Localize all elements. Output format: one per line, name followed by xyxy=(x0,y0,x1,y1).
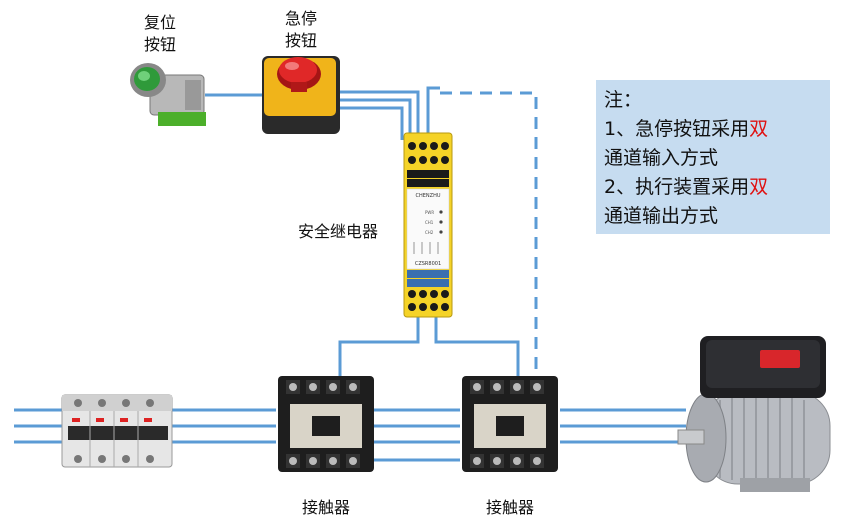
wire-estop-relay-a xyxy=(336,90,420,140)
wire-estop-relay-b xyxy=(336,98,412,140)
relay-led-ch1: CH1 xyxy=(425,220,434,225)
label-estop-line1: 急停 xyxy=(285,9,317,28)
note-title: 注： xyxy=(604,89,643,111)
note-box: 注： 1、急停按钮采用双 通道输入方式 2、执行装置采用双 通道输出方式 xyxy=(596,80,830,234)
label-reset-line2: 按钮 xyxy=(144,35,176,54)
label-contactor-2: 接触器 xyxy=(486,498,534,517)
label-estop-line2: 按钮 xyxy=(285,31,317,50)
label-safety-relay: 安全继电器 xyxy=(298,222,378,241)
note-line-4: 通道输出方式 xyxy=(604,205,719,227)
note-line-2: 通道输入方式 xyxy=(604,147,719,169)
wire-estop-relay-c xyxy=(336,106,404,140)
safety-relay-icon: CHENZHU PWR CH1 CH2 CZSR8001 xyxy=(403,132,453,318)
motor-icon xyxy=(677,336,831,492)
wire-feedback-dashed xyxy=(440,91,538,378)
label-reset-line1: 复位 xyxy=(144,13,176,32)
relay-model-text: CZSR8001 xyxy=(415,261,441,267)
reset-button-icon xyxy=(130,63,206,126)
contactor-icon-1 xyxy=(278,376,374,472)
wire-relay-contactor2 xyxy=(434,316,520,378)
wire-relay-contactor1 xyxy=(338,316,420,378)
relay-led-ch2: CH2 xyxy=(425,230,434,235)
label-contactor-1: 接触器 xyxy=(302,498,350,517)
note-highlight-2: 双 xyxy=(749,176,769,198)
relay-brand-text: CHENZHU xyxy=(416,193,441,199)
note-line-3: 2、执行装置采用双 xyxy=(604,176,769,198)
relay-led-pwr: PWR xyxy=(425,210,434,215)
contactor-icon-2 xyxy=(462,376,558,472)
labels: 复位 按钮 急停 按钮 安全继电器 接触器 接触器 xyxy=(144,9,534,517)
note-line-1: 1、急停按钮采用双 xyxy=(604,118,769,140)
note-highlight-1: 双 xyxy=(749,118,769,140)
circuit-breaker-icon xyxy=(61,394,173,468)
emergency-stop-icon xyxy=(262,56,340,134)
wire-relay-channel2 xyxy=(426,86,440,140)
wires xyxy=(14,86,686,462)
